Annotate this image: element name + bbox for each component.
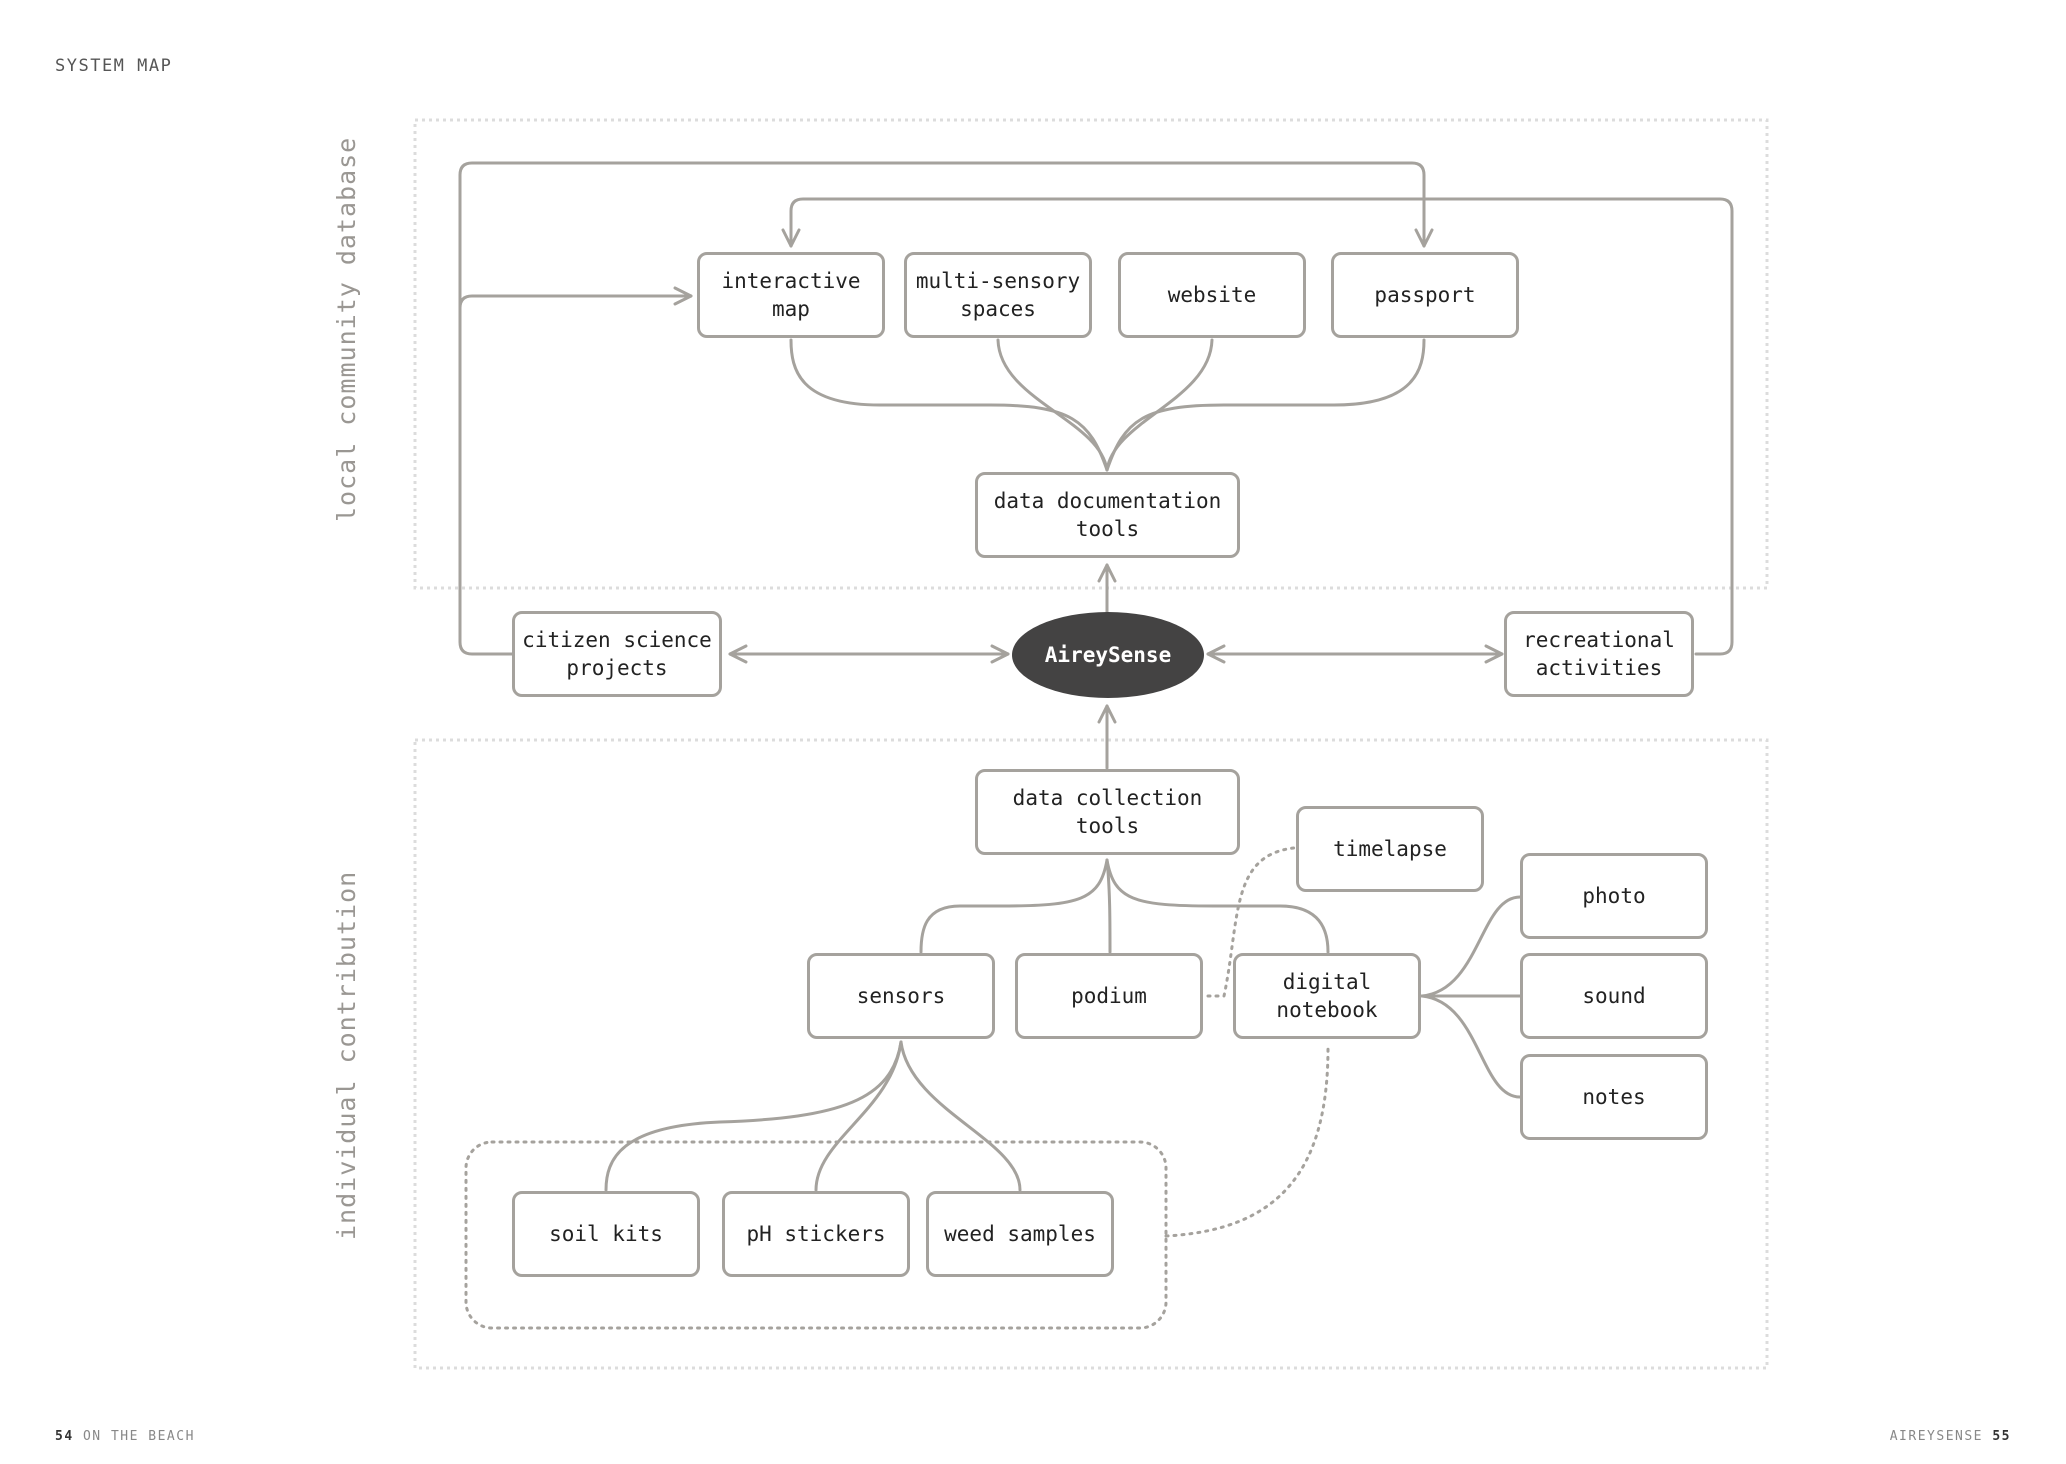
footer-right-title: AIREYSENSE [1889, 1429, 1984, 1444]
connector-sensors-to-ph-stickers [814, 1040, 903, 1192]
connector-notebook-to-notes [1420, 994, 1522, 1099]
footer-right-page-number: 55 [1992, 1429, 2011, 1444]
hub-label: AireySense [1044, 643, 1172, 667]
node-sensors: sensors [807, 953, 995, 1039]
node-timelapse: timelapse [1296, 806, 1484, 892]
node-recreational-activities: recreational activities [1504, 611, 1694, 697]
node-sound: sound [1520, 953, 1708, 1039]
node-weed-samples: weed samples [926, 1191, 1114, 1277]
node-weed-samples-label: weed samples [944, 1222, 1096, 1246]
node-citizen-science-projects: citizen science projects [512, 611, 722, 697]
node-website-label: website [1167, 283, 1257, 307]
node-data-collection-tools-label: data collection tools [1012, 786, 1203, 838]
node-sound-label: sound [1582, 984, 1646, 1008]
node-data-collection-tools: data collection tools [975, 769, 1240, 855]
page-header: SYSTEM MAP [55, 56, 173, 76]
connector-notebook-to-photo [1420, 895, 1522, 998]
connector-docs-to-passport [1105, 338, 1426, 472]
node-timelapse-label: timelapse [1333, 837, 1447, 861]
node-multi-sensory-spaces: multi-sensory spaces [904, 252, 1092, 338]
node-podium: podium [1015, 953, 1203, 1039]
node-citizen-science-projects-label: citizen science projects [522, 628, 712, 680]
node-notes: notes [1520, 1054, 1708, 1140]
node-recreational-activities-label: recreational activities [1523, 628, 1675, 680]
node-digital-notebook: digital notebook [1233, 953, 1421, 1039]
connector-docs-to-multi-sensory [996, 338, 1109, 472]
connector-collection-to-notebook [1105, 858, 1330, 954]
connector-docs-to-interactive-map [789, 338, 1109, 472]
region-individual-contribution [413, 738, 1769, 1370]
node-interactive-map: interactive map [697, 252, 885, 338]
node-website: website [1118, 252, 1306, 338]
node-data-documentation-tools: data documentation tools [975, 472, 1240, 558]
node-soil-kits-label: soil kits [549, 1222, 663, 1246]
node-sensors-label: sensors [856, 984, 946, 1008]
connector-collection-to-sensors [919, 858, 1109, 954]
node-data-documentation-tools-label: data documentation tools [993, 489, 1222, 541]
node-aireysense-hub: AireySense [1012, 612, 1204, 698]
connector-recreational-to-interactive-map [781, 197, 1734, 656]
node-passport: passport [1331, 252, 1519, 338]
connector-citizen-to-interactive-map [458, 286, 693, 310]
node-photo: photo [1520, 853, 1708, 939]
footer-right: AIREYSENSE 55 [1890, 1429, 2011, 1444]
node-multi-sensory-spaces-label: multi-sensory spaces [915, 269, 1081, 321]
connector-podium-to-timelapse [1206, 846, 1296, 998]
connector-citizen-to-passport [458, 161, 1434, 656]
footer-left-page-number: 54 [55, 1429, 74, 1444]
footer-left-title: ON THE BEACH [82, 1429, 195, 1444]
node-interactive-map-label: interactive map [721, 269, 861, 321]
node-digital-notebook-label: digital notebook [1276, 970, 1378, 1022]
connector-sensor-kits-to-notebook [1164, 1046, 1330, 1238]
node-photo-label: photo [1582, 884, 1646, 908]
node-passport-label: passport [1374, 283, 1476, 307]
connector-sensors-to-weed-samples [899, 1040, 1022, 1192]
connector-sensors-to-soil-kits [604, 1040, 903, 1192]
node-soil-kits: soil kits [512, 1191, 700, 1277]
node-ph-stickers-label: pH stickers [746, 1222, 886, 1246]
group-sensor-kits [464, 1140, 1168, 1330]
node-ph-stickers: pH stickers [722, 1191, 910, 1277]
node-notes-label: notes [1582, 1085, 1646, 1109]
footer-left: 54 ON THE BEACH [55, 1429, 195, 1444]
node-podium-label: podium [1071, 984, 1147, 1008]
